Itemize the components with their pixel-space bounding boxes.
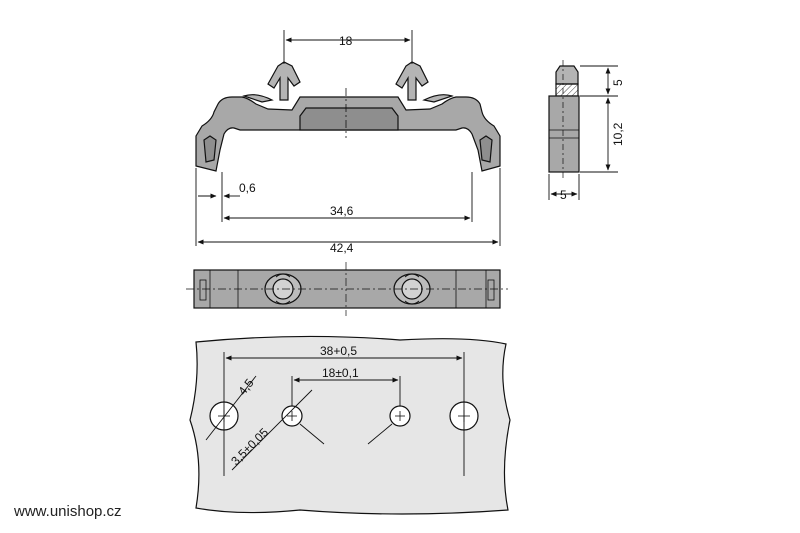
panel-view	[189, 335, 511, 515]
side-pin	[555, 65, 579, 85]
panel-dimensions	[205, 352, 465, 476]
side-dimensions	[548, 65, 618, 200]
left-spring-arm	[242, 94, 274, 103]
dim-gap: 0,6	[239, 181, 256, 195]
dim-top-pitch: 18	[339, 34, 353, 48]
dim-side-height: 10,2	[611, 122, 625, 146]
side-view	[548, 60, 580, 178]
right-snap-pin	[395, 61, 429, 101]
left-snap-pin	[267, 61, 301, 101]
front-view	[195, 61, 501, 172]
dim-side-width: 5	[560, 188, 567, 202]
dim-hole-pitch-outer: 38+0,5	[320, 344, 357, 358]
clip-recess	[299, 107, 399, 131]
dim-outer-width: 42,4	[330, 241, 354, 255]
clip-right-leg-inner	[479, 135, 493, 163]
clip-body	[195, 96, 501, 172]
dim-inner-width: 34,6	[330, 204, 354, 218]
right-spring-arm	[422, 94, 454, 103]
dim-side-top: 5	[611, 79, 625, 86]
clip-left-leg-inner	[203, 135, 217, 163]
front-dimensions	[195, 30, 501, 246]
side-pin-hatch	[555, 83, 579, 97]
panel-outline	[189, 335, 511, 515]
side-body	[548, 95, 580, 173]
watermark: www.unishop.cz	[13, 503, 122, 520]
top-view	[186, 262, 508, 316]
dim-hole-pitch-inner: 18±0,1	[322, 366, 359, 380]
